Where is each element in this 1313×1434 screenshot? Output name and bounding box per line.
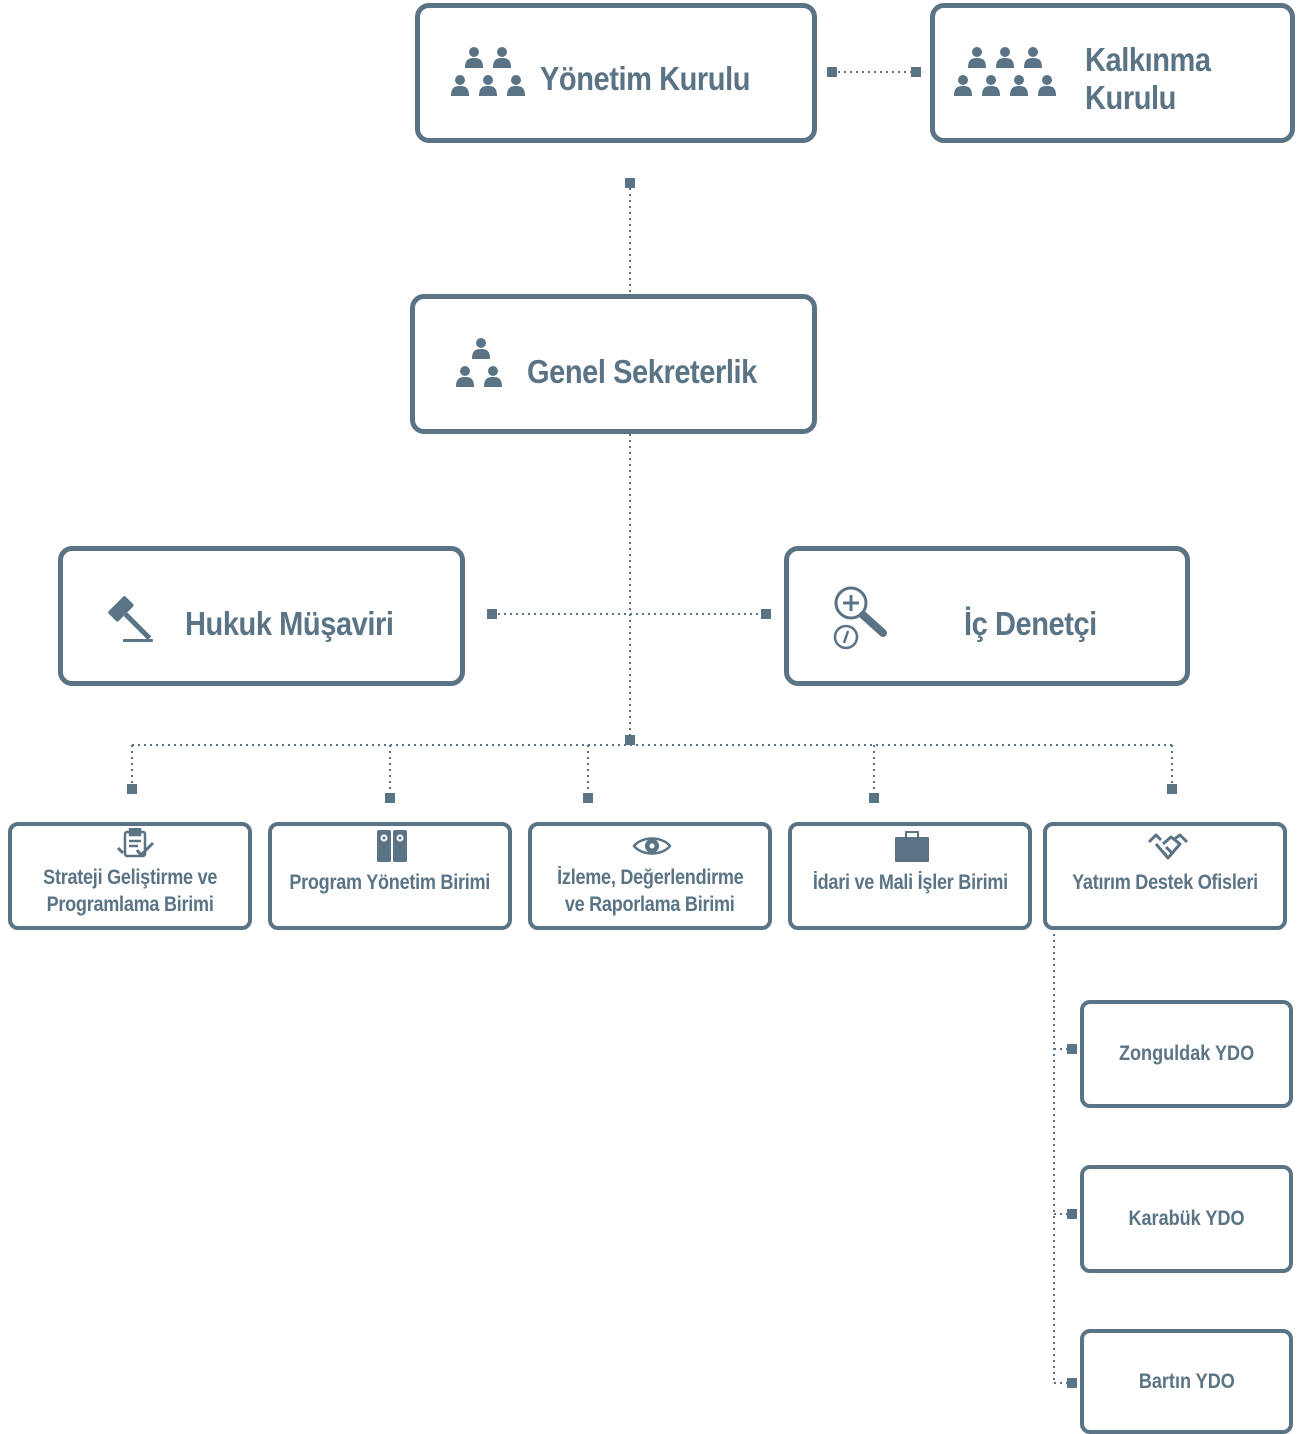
gavel-icon xyxy=(108,596,153,642)
development-board-box[interactable]: Kalkınma Kurulu xyxy=(930,3,1295,143)
office-zonguldak[interactable]: Zonguldak YDO xyxy=(1080,1000,1293,1108)
group-of-seven-people-icon xyxy=(954,47,1056,96)
internal-auditor-label: İç Denetçi xyxy=(964,605,1097,642)
node-square xyxy=(625,178,635,188)
unit-investment[interactable]: Yatırım Destek Ofisleri xyxy=(1043,822,1287,930)
office-karabuk[interactable]: Karabük YDO xyxy=(1080,1165,1293,1273)
secretariat-box[interactable]: Genel Sekreterlik xyxy=(410,294,817,434)
node-square xyxy=(1067,1044,1077,1054)
legal-advisor-box[interactable]: Hukuk Müşaviri xyxy=(58,546,465,686)
unit-program-label: Program Yönetim Birimi xyxy=(289,871,491,894)
node-square xyxy=(487,609,497,619)
legal-advisor-label: Hukuk Müşaviri xyxy=(185,605,394,642)
unit-program[interactable]: Program Yönetim Birimi xyxy=(268,822,512,930)
node-square xyxy=(583,793,593,803)
magnifier-audit-icon xyxy=(833,586,887,650)
office-bartin-label: Bartın YDO xyxy=(1138,1369,1235,1393)
node-square xyxy=(1067,1378,1077,1388)
node-square xyxy=(911,67,921,77)
briefcase-icon xyxy=(895,831,929,862)
board-box[interactable]: Yönetim Kurulu xyxy=(415,3,817,143)
group-of-five-people-icon xyxy=(451,47,525,96)
node-square xyxy=(127,784,137,794)
unit-monitoring-label-2: ve Raporlama Birimi xyxy=(565,893,735,916)
unit-strategy-label-2: Programlama Birimi xyxy=(46,893,214,916)
node-square xyxy=(827,67,837,77)
development-board-label-1: Kalkınma xyxy=(1085,41,1211,78)
office-karabuk-label: Karabük YDO xyxy=(1128,1207,1245,1230)
node-square xyxy=(1067,1209,1077,1219)
unit-monitoring[interactable]: İzleme, Değerlendirme ve Raporlama Birim… xyxy=(528,822,772,930)
internal-auditor-box[interactable]: İç Denetçi xyxy=(784,546,1190,686)
node-square xyxy=(385,793,395,803)
clipboard-check-icon xyxy=(116,828,155,858)
eye-icon xyxy=(632,837,672,855)
unit-monitoring-label-1: İzleme, Değerlendirme xyxy=(556,866,744,889)
binders-icon xyxy=(377,830,407,862)
unit-strategy-label-1: Strateji Geliştirme ve xyxy=(42,866,218,889)
handshake-icon xyxy=(1147,833,1189,860)
unit-administration-label: İdari ve Mali İşler Birimi xyxy=(812,871,1008,894)
unit-strategy[interactable]: Strateji Geliştirme ve Programlama Birim… xyxy=(8,822,252,930)
node-square xyxy=(1167,784,1177,794)
hierarchy-people-icon xyxy=(456,338,502,387)
development-board-label-2: Kurulu xyxy=(1085,79,1176,116)
unit-administration[interactable]: İdari ve Mali İşler Birimi xyxy=(788,822,1032,930)
unit-investment-label: Yatırım Destek Ofisleri xyxy=(1072,871,1258,894)
node-square xyxy=(761,609,771,619)
node-square xyxy=(625,735,635,745)
node-square xyxy=(869,793,879,803)
secretariat-label: Genel Sekreterlik xyxy=(527,353,757,390)
board-label: Yönetim Kurulu xyxy=(540,60,751,97)
office-zonguldak-label: Zonguldak YDO xyxy=(1118,1042,1255,1065)
office-bartin[interactable]: Bartın YDO xyxy=(1080,1329,1293,1434)
